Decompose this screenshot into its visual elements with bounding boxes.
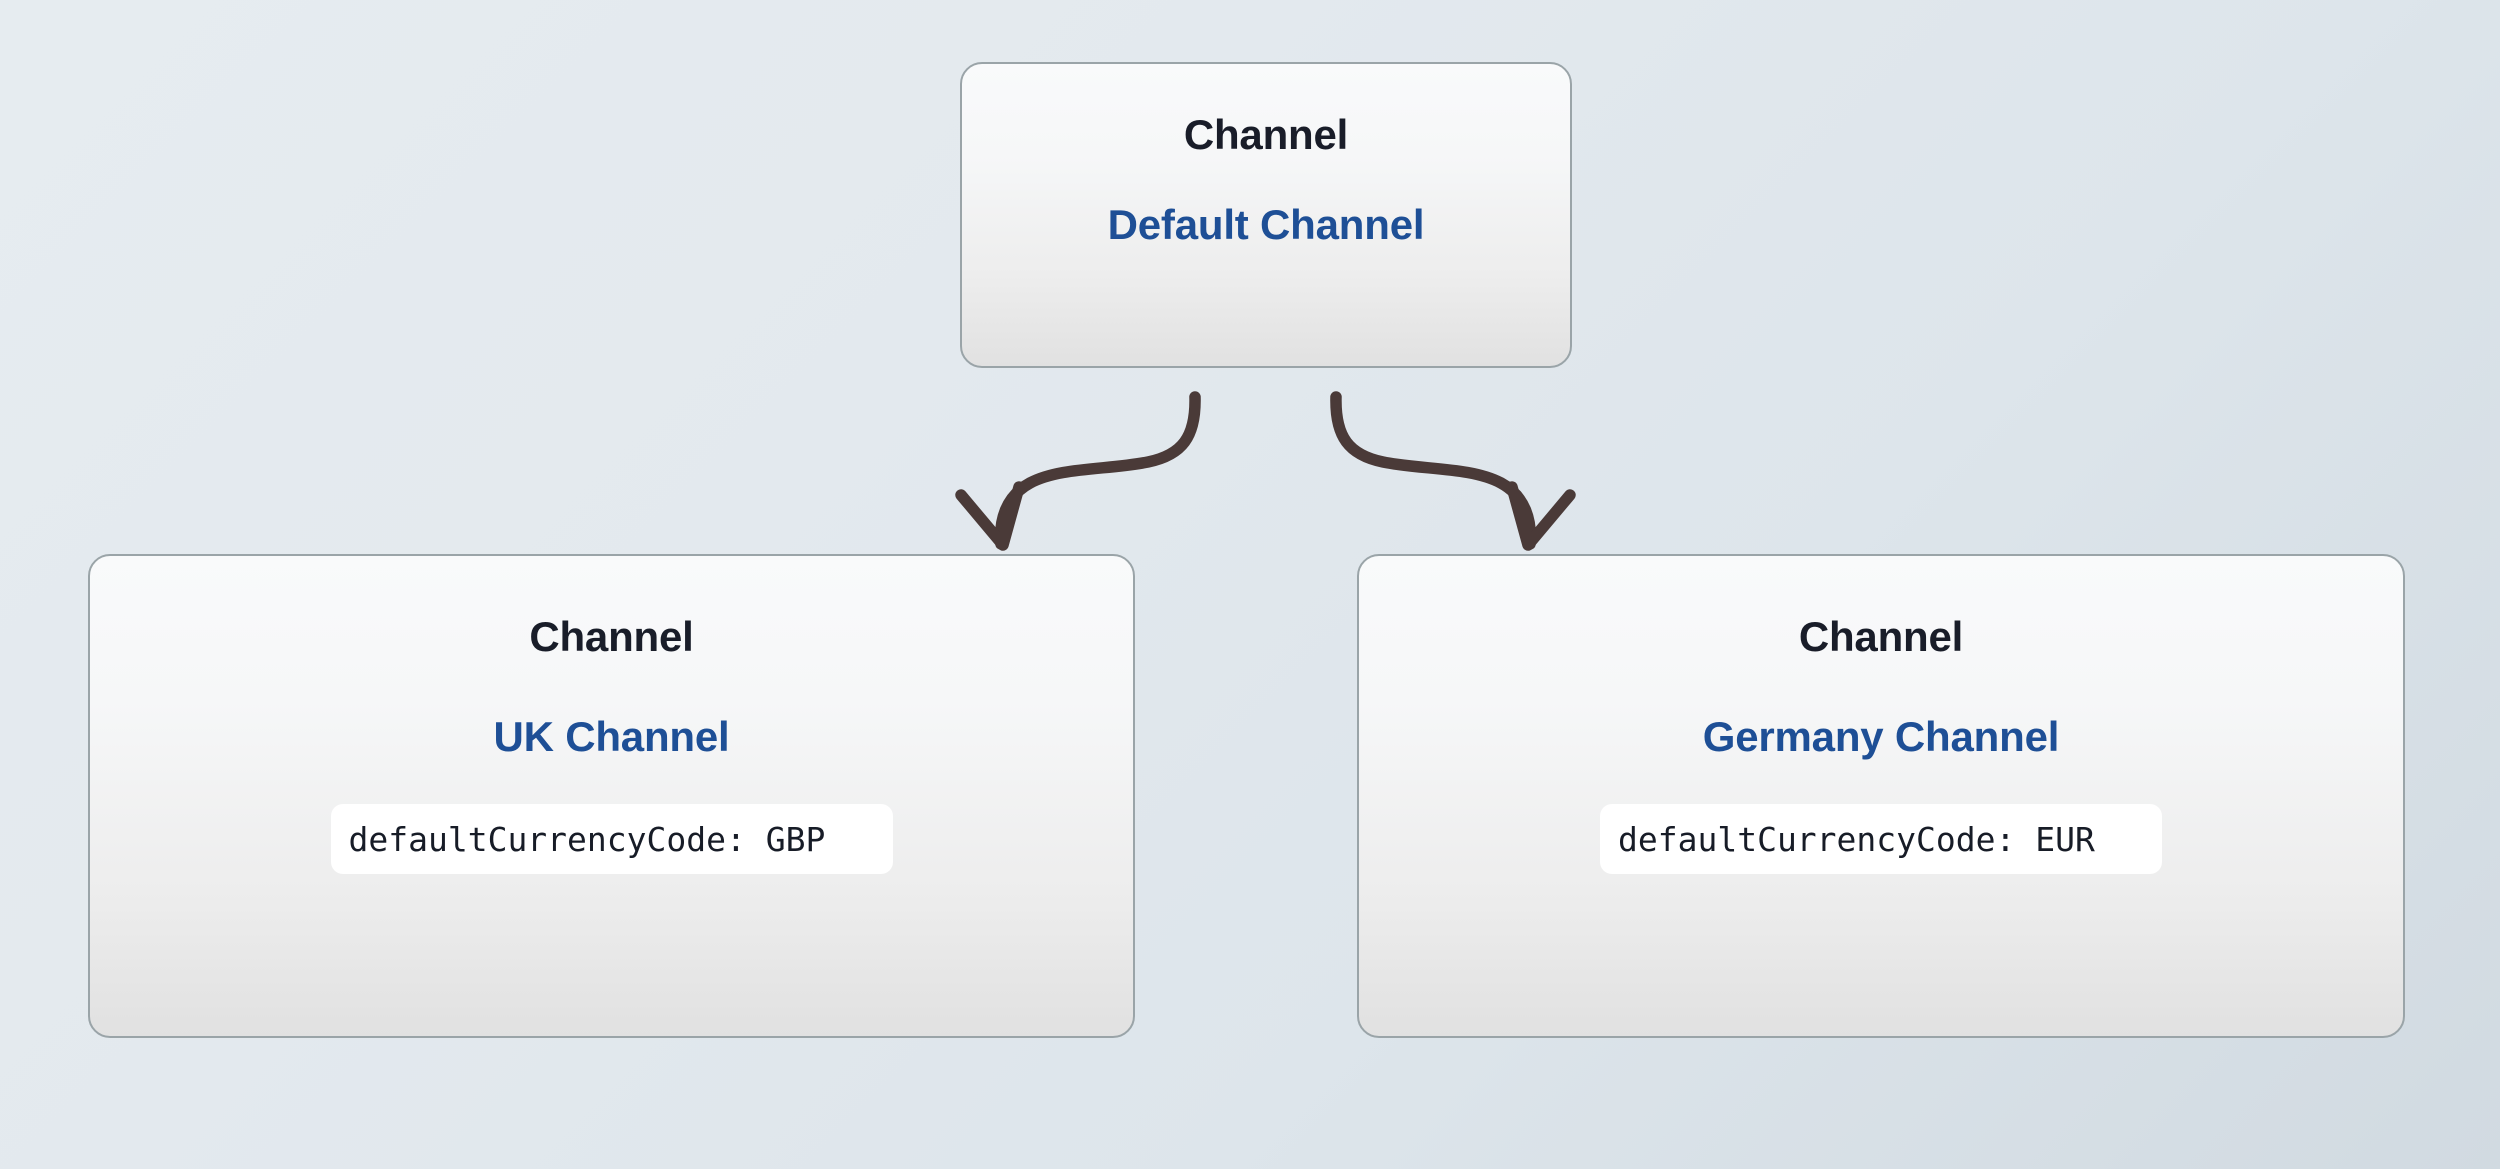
property-text: defaultCurrencyCode: GBP [348, 819, 826, 859]
node-type-label: Channel [1798, 613, 1964, 660]
node-name-label: Default Channel [1107, 201, 1425, 248]
property-text: defaultCurrencyCode: EUR [1618, 819, 2095, 859]
node-properties: defaultCurrencyCode: EUR [1359, 804, 2403, 874]
edge-root-to-uk [994, 391, 1201, 550]
node-properties: defaultCurrencyCode: GBP [90, 804, 1133, 874]
edge-root-to-germany-arrowhead [1506, 481, 1576, 551]
node-name-label: Germany Channel [1702, 713, 2060, 760]
node-type-label: Channel [529, 613, 694, 660]
edge-root-to-uk-arrowhead [955, 481, 1025, 551]
property-chip[interactable]: defaultCurrencyCode: EUR [1600, 804, 2162, 874]
node-germany-channel[interactable]: Channel Germany Channel defaultCurrencyC… [1357, 554, 2405, 1038]
node-uk-channel[interactable]: Channel UK Channel defaultCurrencyCode: … [88, 554, 1135, 1038]
node-default-channel[interactable]: Channel Default Channel [960, 62, 1572, 368]
property-chip[interactable]: defaultCurrencyCode: GBP [330, 804, 893, 874]
edge-root-to-germany [1330, 391, 1537, 550]
node-type-label: Channel [1183, 111, 1349, 158]
node-name-label: UK Channel [493, 713, 730, 760]
